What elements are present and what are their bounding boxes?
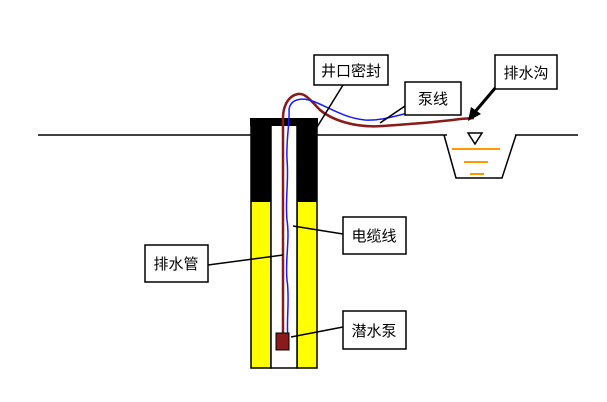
- water-level-marker-icon: [466, 132, 484, 146]
- power-cable-text: 电缆线: [351, 227, 396, 245]
- label-power-cable: 电缆线: [342, 216, 407, 255]
- label-submersible-pump: 潜水泵: [342, 310, 407, 350]
- submersible-pump-text: 潜水泵: [351, 322, 396, 340]
- well-casing: [250, 118, 318, 369]
- drain-pipe-text: 排水管: [153, 255, 198, 273]
- drain-pipe-line: [281, 92, 475, 340]
- wellhead-seal-text: 井口密封: [321, 62, 381, 80]
- label-drain-pipe: 排水管: [144, 244, 209, 283]
- drain-ditch-shape: [443, 132, 517, 179]
- label-drain-ditch: 排水沟: [494, 54, 558, 90]
- label-wellhead-seal: 井口密封: [313, 54, 389, 86]
- pump-cable-text: 泵线: [418, 90, 448, 108]
- pump-body: [275, 332, 290, 351]
- label-pump-cable: 泵线: [404, 81, 462, 116]
- power-cable-line: [285, 98, 409, 341]
- drain-ditch-text: 排水沟: [503, 64, 548, 82]
- leader-lines: [207, 84, 406, 338]
